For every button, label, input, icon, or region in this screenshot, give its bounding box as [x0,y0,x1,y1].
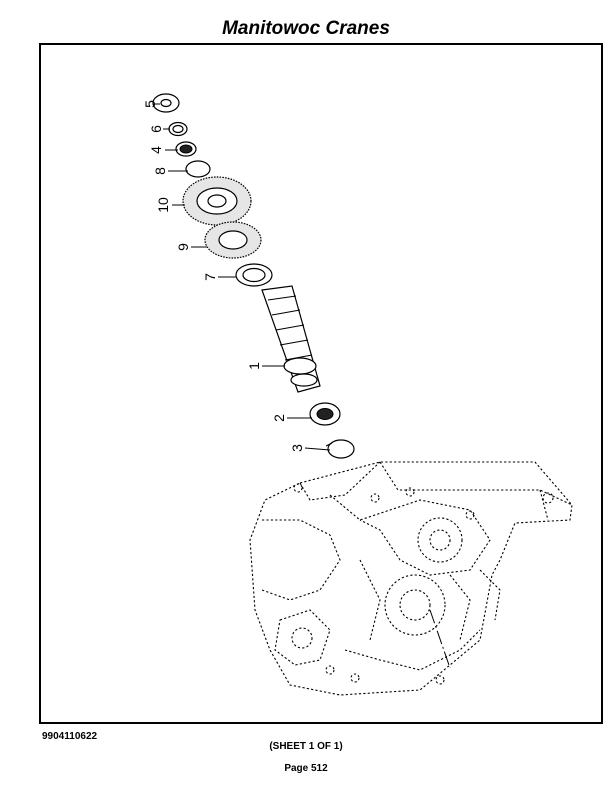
sheet-label: (SHEET 1 OF 1) [269,741,343,752]
part-3-retaining-ring [325,439,355,459]
callout-5: 5 [142,100,158,108]
callout-8: 8 [152,167,168,175]
callout-3: 3 [289,444,305,452]
part-7-bearing [235,263,273,287]
part-9-gear [204,221,262,259]
part-2-bearing [309,402,341,426]
callout-6: 6 [148,125,164,133]
transmission-housing [249,461,573,696]
callout-2: 2 [271,414,287,422]
callout-10: 10 [155,197,171,213]
callout-7: 7 [202,273,218,281]
callout-9: 9 [175,243,191,251]
part-8-snap-ring [185,160,211,178]
part-4-bearing [175,141,197,157]
callout-leaders [153,103,331,451]
part-6-washer [168,121,188,137]
part-1-shaft [261,285,321,393]
document-number: 9904110622 [42,731,98,742]
page-number: Page 512 [284,763,328,774]
page-title: Manitowoc Cranes [222,18,390,39]
callout-4: 4 [148,146,164,154]
part-5-nut [152,93,180,113]
part-10-gear [182,176,252,226]
drawing-frame [39,43,603,724]
callout-1: 1 [246,362,262,370]
